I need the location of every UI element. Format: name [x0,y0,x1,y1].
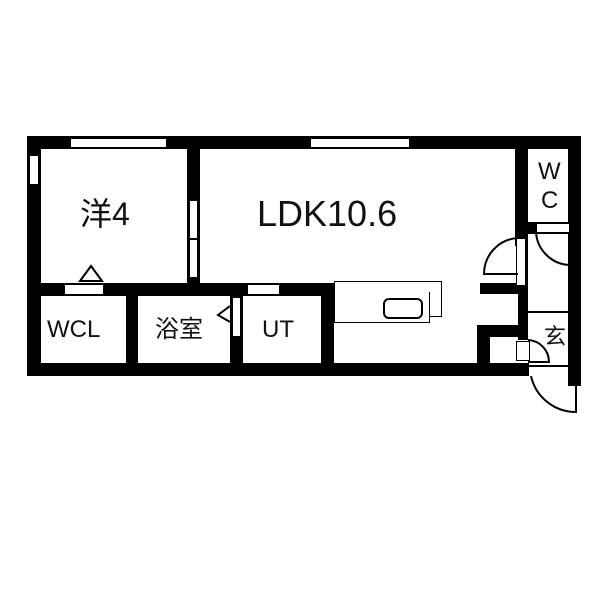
room-label-entrance: 玄 [544,324,567,349]
room-label-ldk: LDK10.6 [257,193,398,234]
room-label-wc-line2: C [541,187,559,214]
wall-entrance-left-vert [477,325,490,370]
kitchen-sink [383,298,423,319]
room-label-bath: 浴室 [155,316,203,343]
window-ldk-top [310,138,410,148]
entrance-step-line [528,311,568,313]
kitchen-counter [334,281,442,293]
wall-ut-ldk [321,283,334,373]
room-label-ut: UT [262,316,294,343]
kitchen-counter-end [429,292,442,317]
wall-entrance-right [518,240,528,340]
door-wcl [64,284,104,295]
window-western-top [70,138,167,148]
door-ut-top [247,284,280,295]
room-label-western: 洋4 [80,196,130,232]
entrance-floor-line [528,365,568,367]
outer-wall-left [27,136,41,376]
door-hall [516,238,526,286]
room-label-wc-line1: W [538,158,561,185]
door-wc [536,223,570,233]
sliding-door-divider [189,238,198,240]
wall-hall-stub [480,283,528,294]
wall-ldk-wc [515,136,528,246]
shoe-cabinet [516,341,530,361]
door-bath [232,297,241,337]
outer-wall-right [568,136,581,386]
outer-wall-bottom [27,363,529,376]
window-western-left [29,155,39,185]
room-label-wcl: WCL [47,316,101,343]
wall-wcl-bath [126,283,138,373]
